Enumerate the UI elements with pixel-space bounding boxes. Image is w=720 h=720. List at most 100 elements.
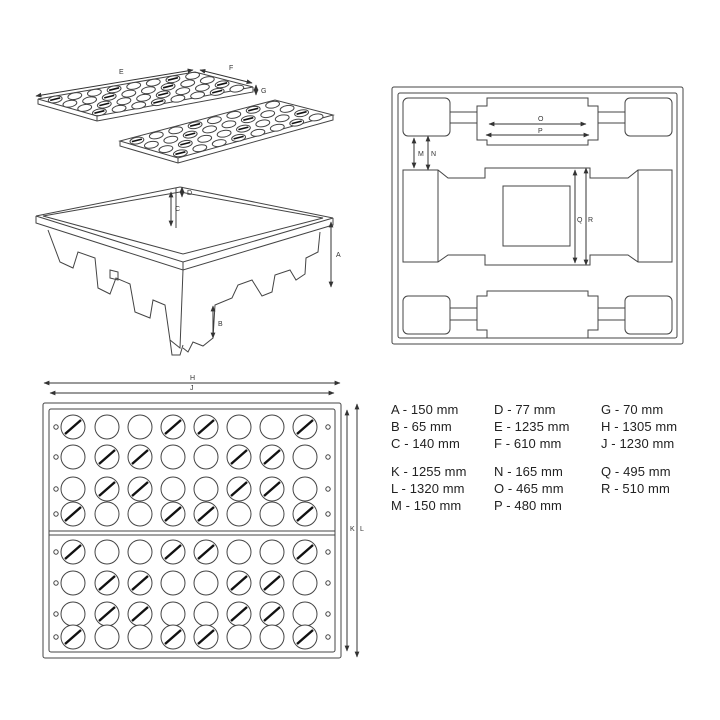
dimension-item: Q - 495 mm bbox=[601, 464, 671, 479]
drain-hole bbox=[127, 539, 153, 565]
label-h: H bbox=[190, 375, 195, 382]
drain-hole bbox=[292, 476, 318, 502]
drain-hole bbox=[160, 444, 186, 470]
label-m: M bbox=[418, 151, 424, 158]
bottom-right-pad bbox=[624, 295, 673, 335]
drain-hole bbox=[259, 624, 285, 650]
label-g: G bbox=[261, 88, 266, 95]
edge-dot bbox=[53, 580, 59, 586]
panel-hole-slash bbox=[131, 138, 143, 143]
hole-slash bbox=[131, 575, 149, 591]
isometric-view: E F G D C A B bbox=[35, 65, 341, 356]
hole-slash bbox=[197, 506, 215, 522]
panel-hole bbox=[194, 83, 210, 92]
panel-hole bbox=[265, 100, 281, 109]
hole-slash bbox=[230, 481, 248, 497]
hole-slash bbox=[131, 449, 149, 465]
hole-slash bbox=[98, 606, 116, 622]
edge-dot bbox=[53, 424, 59, 430]
panel-hole-slash bbox=[94, 109, 105, 114]
label-p: P bbox=[538, 128, 543, 135]
top-view: H J K L bbox=[42, 375, 364, 659]
panel-hole-slash bbox=[248, 107, 259, 112]
panel-2-holes bbox=[129, 100, 324, 158]
hole-slash bbox=[230, 575, 248, 591]
edge-dot bbox=[53, 549, 59, 555]
edge-dot bbox=[53, 511, 59, 517]
hole-slash bbox=[98, 481, 116, 497]
label-a: A bbox=[336, 252, 341, 259]
panel-hole bbox=[260, 110, 276, 119]
label-j: J bbox=[190, 385, 194, 392]
hole-slash bbox=[164, 544, 182, 560]
edge-dot bbox=[53, 634, 59, 640]
panel-hole bbox=[192, 144, 208, 153]
label-k: K bbox=[350, 526, 355, 533]
top-center-pad bbox=[476, 97, 599, 146]
hole-slash bbox=[64, 544, 82, 560]
dimension-item: R - 510 mm bbox=[601, 481, 670, 496]
panel-hole bbox=[77, 103, 93, 112]
hole-slash bbox=[296, 544, 314, 560]
hole-slash bbox=[131, 606, 149, 622]
middle-pad bbox=[402, 167, 673, 266]
drain-hole bbox=[160, 601, 186, 627]
dimension-item: C - 140 mm bbox=[391, 436, 460, 451]
panel-hole-slash bbox=[99, 102, 110, 107]
dimension-item: H - 1305 mm bbox=[601, 419, 678, 434]
hole-slash bbox=[296, 629, 314, 645]
edge-dot bbox=[325, 611, 331, 617]
label-d: D bbox=[187, 190, 192, 197]
dimension-item: L - 1320 mm bbox=[391, 481, 465, 496]
drain-hole bbox=[193, 444, 219, 470]
hole-slash bbox=[230, 449, 248, 465]
edge-dot bbox=[325, 580, 331, 586]
drain-hole bbox=[160, 476, 186, 502]
drain-hole bbox=[292, 444, 318, 470]
panel-hole-slash bbox=[238, 126, 249, 131]
drain-hole bbox=[60, 570, 86, 596]
top-right-pad bbox=[624, 97, 673, 137]
panel-hole-slash bbox=[50, 97, 61, 102]
label-q: Q bbox=[577, 217, 583, 224]
hole-slash bbox=[197, 544, 215, 560]
panel-hole-slash bbox=[291, 120, 302, 125]
drain-hole bbox=[127, 624, 153, 650]
panel-hole bbox=[274, 114, 290, 123]
drain-hole bbox=[160, 570, 186, 596]
edge-dot bbox=[53, 454, 59, 460]
label-b: B bbox=[218, 321, 223, 328]
bottom-left-pad bbox=[402, 295, 451, 335]
drain-hole bbox=[226, 539, 252, 565]
panel-hole-slash bbox=[212, 89, 223, 94]
hole-slash bbox=[64, 419, 82, 435]
hole-slash bbox=[263, 606, 281, 622]
panel-hole bbox=[206, 116, 222, 125]
panel-hole bbox=[158, 145, 174, 154]
panel-hole bbox=[211, 139, 227, 148]
edge-dot bbox=[325, 454, 331, 460]
drain-hole bbox=[94, 624, 120, 650]
drain-hole bbox=[259, 501, 285, 527]
drain-hole bbox=[226, 624, 252, 650]
drain-hole bbox=[226, 501, 252, 527]
panel-hole bbox=[226, 110, 242, 119]
iso-dimension-lines bbox=[35, 68, 334, 339]
hole-slash bbox=[296, 506, 314, 522]
drain-hole bbox=[292, 601, 318, 627]
dimension-item: D - 77 mm bbox=[494, 402, 556, 417]
plan-dimension-lines bbox=[411, 121, 590, 266]
panel-hole bbox=[202, 125, 218, 134]
hole-slash bbox=[197, 629, 215, 645]
dimension-item: O - 465 mm bbox=[494, 481, 564, 496]
label-e: E bbox=[119, 69, 124, 76]
panel-hole bbox=[255, 119, 271, 128]
drain-hole bbox=[127, 414, 153, 440]
dimension-item: M - 150 mm bbox=[391, 498, 462, 513]
dimension-item: A - 150 mm bbox=[391, 402, 459, 417]
label-f: F bbox=[229, 65, 233, 72]
panel-hole-slash bbox=[243, 116, 254, 121]
hole-slash bbox=[98, 449, 116, 465]
hole-slash bbox=[263, 481, 281, 497]
